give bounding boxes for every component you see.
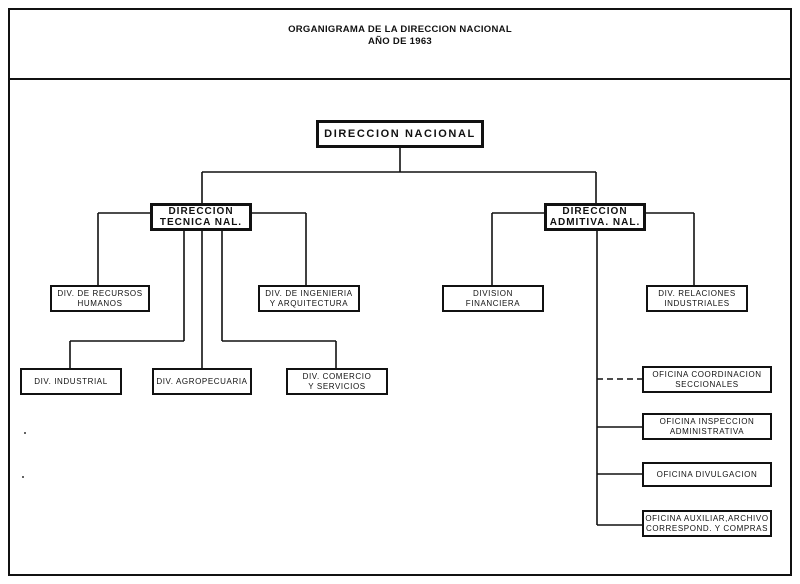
title-block xyxy=(8,8,792,80)
node-div-comercio: DIV. COMERCIO Y SERVICIOS xyxy=(286,368,388,395)
node-div-recursos-humanos: DIV. DE RECURSOS HUMANOS xyxy=(50,285,150,312)
node-direccion-admitiva: DIRECCION ADMITIVA. NAL. xyxy=(544,203,646,231)
scan-speck xyxy=(22,476,24,478)
node-direccion-tecnica: DIRECCION TECNICA NAL. xyxy=(150,203,252,231)
scan-speck xyxy=(24,432,26,434)
title-line-2: AÑO DE 1963 xyxy=(367,36,433,47)
node-oficina-inspeccion: OFICINA INSPECCION ADMINISTRATIVA xyxy=(642,413,772,440)
node-oficina-auxiliar: OFICINA AUXILIAR,ARCHIVO CORRESPOND. Y C… xyxy=(642,510,772,537)
node-div-agropecuaria: DIV. AGROPECUARIA xyxy=(152,368,252,395)
node-oficina-divulgacion: OFICINA DIVULGACION xyxy=(642,462,772,487)
node-div-relaciones: DIV. RELACIONES INDUSTRIALES xyxy=(646,285,748,312)
node-direccion-nacional: DIRECCION NACIONAL xyxy=(316,120,484,148)
node-division-financiera: DIVISION FINANCIERA xyxy=(442,285,544,312)
diagram-frame xyxy=(8,8,792,576)
node-div-industrial: DIV. INDUSTRIAL xyxy=(20,368,122,395)
node-div-ingenieria: DIV. DE INGENIERIA Y ARQUITECTURA xyxy=(258,285,360,312)
title-line-1: ORGANIGRAMA DE LA DIRECCION NACIONAL xyxy=(288,24,512,35)
chart-title: ORGANIGRAMA DE LA DIRECCION NACIONAL AÑO… xyxy=(0,24,800,48)
node-oficina-coordinacion: OFICINA COORDINACION SECCIONALES xyxy=(642,366,772,393)
